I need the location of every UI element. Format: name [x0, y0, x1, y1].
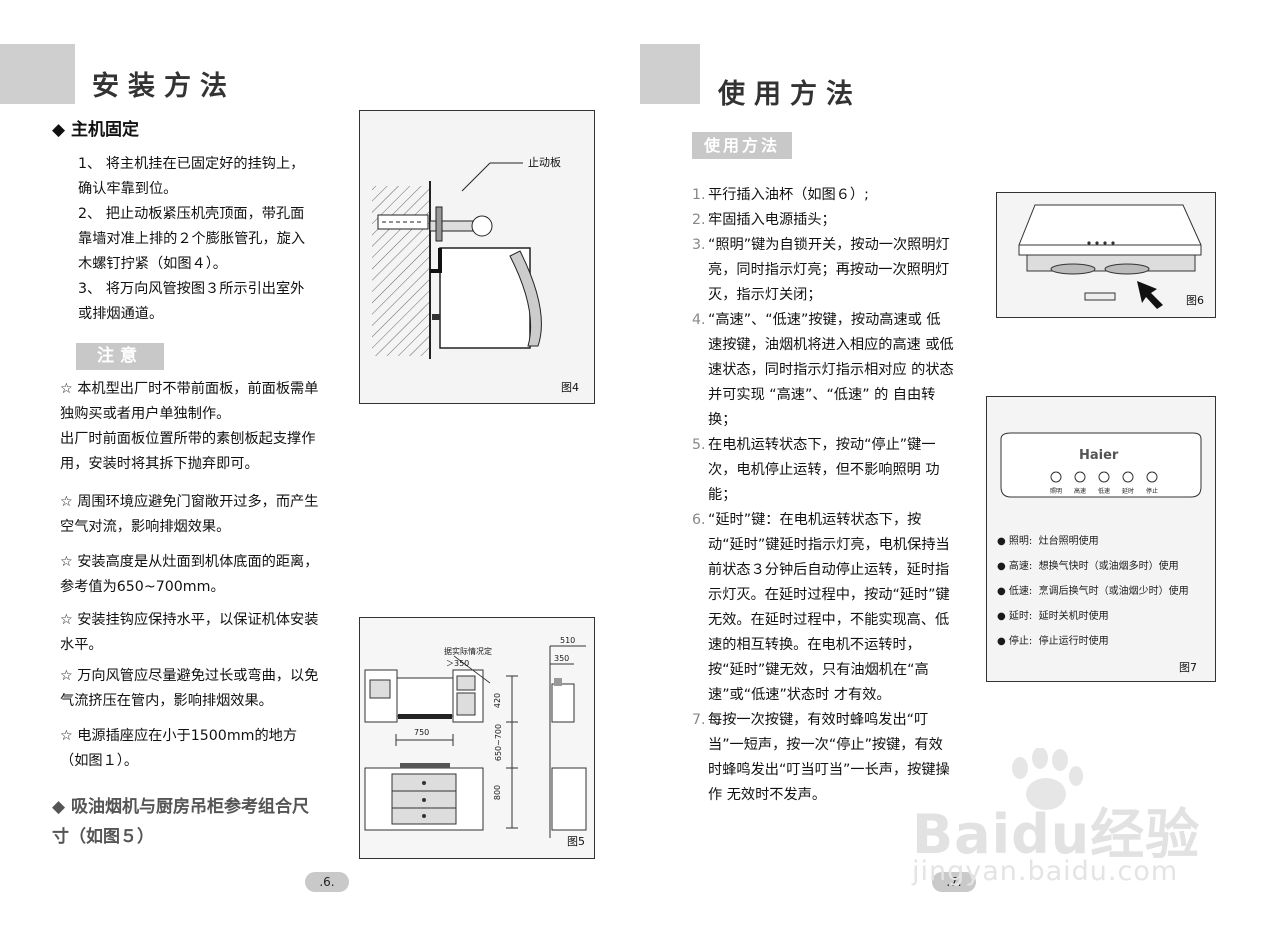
notes: ☆ 本机型出厂时不带前面板，前面板需单独购买或者用户单独制作。 出厂时前面板位置…: [60, 377, 320, 774]
arrow-cursor-icon: [1137, 281, 1163, 309]
dim-510: 510: [560, 636, 576, 645]
wall-bracket-diagram: [372, 162, 542, 359]
note-item: ☆ 万向风管应尽量避免过长或弯曲，以免气流挤压在管内，影响排烟效果。: [60, 668, 319, 709]
dim-350: 350: [554, 654, 570, 663]
note-item: ☆ 电源插座应在小于1500mm的地方（如图１）。: [60, 728, 298, 769]
title-block: [0, 44, 75, 104]
usage-step: 3.“照明”键为自锁开关，按动一次照明灯亮，同时指示灯亮；再按动一次照明灯灭，指…: [692, 233, 954, 308]
step-num: 7.: [692, 712, 706, 728]
figure-5: 据实际情况定 ＞350 510 350 420 650~700 800 750 …: [359, 617, 595, 859]
usage-label: 使用方法: [692, 132, 792, 159]
page-number-right: .7.: [932, 872, 976, 892]
oil-cup-diagram: [1018, 204, 1202, 309]
install-step: 3、 将万向风管按图３所示引出室外或排烟通道。: [78, 281, 305, 322]
dim-note-actual: 据实际情况定: [444, 647, 492, 656]
step-text: 每按一次按键，有效时蜂鸣发出“叮当”一短声，按一次“停止”按键，有效 时蜂鸣发出…: [708, 712, 950, 803]
usage-steps: 1.平行插入油杯（如图６）; 2.牢固插入电源插头； 3.“照明”键为自锁开关，…: [692, 183, 954, 808]
page-number-left: .6.: [305, 872, 349, 892]
legend-row: ● 停止: 停止运行时使用: [997, 636, 1109, 647]
page-title-left: 安装方法: [92, 71, 236, 102]
figure-7: Haier 照明 高速 低速 延时 停止 ● 照明: 灶台照明使用 ● 高速: …: [986, 396, 1216, 682]
step-text: “高速”、“低速”按键，按动高速或 低速按键，油烟机将进入相应的高速 或低速状态…: [708, 312, 954, 428]
paw-icon: [1000, 747, 1090, 822]
usage-step: 5.在电机运转状态下，按动“停止”键一 次，电机停止运转，但不影响照明 功能；: [692, 433, 954, 508]
step-text: 平行插入油杯（如图６）;: [708, 187, 869, 203]
dim-650-700: 650~700: [494, 723, 504, 762]
install-step: 1、 将主机挂在已固定好的挂钩上，确认牢靠到位。: [78, 156, 305, 197]
install-steps: 1、 将主机挂在已固定好的挂钩上，确认牢靠到位。 2、 把止动板紧压机壳顶面，带…: [78, 152, 318, 327]
btn-label-high: 高速: [1073, 488, 1086, 495]
usage-step: 7.每按一次按键，有效时蜂鸣发出“叮当”一短声，按一次“停止”按键，有效 时蜂鸣…: [692, 708, 954, 808]
step-num: 5.: [692, 437, 706, 453]
step-text: 在电机运转状态下，按动“停止”键一 次，电机停止运转，但不影响照明 功能；: [708, 437, 940, 503]
dim-800: 800: [493, 784, 503, 801]
figure-7-label: 图7: [1179, 661, 1197, 674]
note-item: ☆ 安装挂钩应保持水平，以保证机体安装水平。: [60, 612, 319, 653]
watermark-brand: Baidu经验: [912, 803, 1201, 866]
legend-row: ● 高速: 想换气快时（或油烟多时）使用: [997, 561, 1179, 572]
section-heading-sizes: ◆ 吸油烟机与厨房吊柜参考组合尺寸（如图５）: [52, 797, 309, 847]
note-item: ☆ 周围环境应避免门窗敞开过多，而产生空气对流，影响排烟效果。: [60, 494, 319, 535]
dim-750: 750: [414, 728, 430, 737]
figure-4-label: 图4: [561, 381, 579, 394]
legend-row: ● 照明: 灶台照明使用: [997, 536, 1099, 547]
dim-420: 420: [493, 692, 503, 709]
control-panel-diagram: [1000, 432, 1202, 498]
note-item: ☆ 安装高度是从灶面到机体底面的距离，参考值为650~700mm。: [60, 554, 319, 595]
page-title-right: 使用方法: [718, 79, 862, 110]
fig7-legend: ● 照明: 灶台照明使用 ● 高速: 想换气快时（或油烟多时）使用 ● 低速: …: [997, 529, 1212, 654]
figure-6-label: 图6: [1186, 294, 1204, 307]
step-num: 4.: [692, 312, 706, 328]
install-step: 2、 把止动板紧压机壳顶面，带孔面靠墙对准上排的２个膨胀管孔，旋入木螺钉拧紧（如…: [78, 206, 306, 272]
usage-step: 1.平行插入油杯（如图６）;: [692, 183, 954, 208]
step-text: 牢固插入电源插头；: [708, 212, 836, 228]
stop-plate-callout: 止动板: [528, 156, 561, 169]
title-block-right: [640, 44, 700, 104]
btn-label-stop: 停止: [1145, 488, 1158, 495]
watermark-url: jingyan.baidu.com: [912, 856, 1179, 887]
legend-row: ● 低速: 烹调后换气时（或油烟少时）使用: [997, 586, 1189, 597]
cabinet-dimension-diagram: [364, 645, 587, 838]
figure-4: 止动板 图4: [359, 110, 595, 404]
step-num: 6.: [692, 512, 706, 528]
legend-row: ● 延时: 延时关机时使用: [997, 611, 1109, 622]
dim-note-min: ＞350: [446, 659, 470, 668]
step-text: “照明”键为自锁开关，按动一次照明灯亮，同时指示灯亮；再按动一次照明灯灭，指示灯…: [708, 237, 950, 303]
note-item: ☆ 本机型出厂时不带前面板，前面板需单独购买或者用户单独制作。: [60, 381, 319, 422]
usage-step: 4.“高速”、“低速”按键，按动高速或 低速按键，油烟机将进入相应的高速 或低速…: [692, 308, 954, 433]
figure-5-label: 图5: [567, 835, 585, 848]
step-num: 3.: [692, 237, 706, 253]
usage-step: 2.牢固插入电源插头；: [692, 208, 954, 233]
note-label: 注意: [76, 343, 164, 370]
section-heading-fixing: ◆ 主机固定: [52, 120, 139, 140]
step-num: 1.: [692, 187, 706, 203]
usage-step: 6.“延时”键：在电机运转状态下，按动“延时”键延时指示灯亮，电机保持当前状态３…: [692, 508, 954, 708]
note-item: 出厂时前面板位置所带的素刨板起支撑作用，安装时将其拆下抛弃即可。: [60, 431, 316, 472]
step-num: 2.: [692, 212, 706, 228]
btn-label-light: 照明: [1049, 488, 1062, 495]
btn-label-low: 低速: [1097, 488, 1110, 495]
haier-logo: Haier: [1079, 448, 1119, 463]
step-text: “延时”键：在电机运转状态下，按动“延时”键延时指示灯亮，电机保持当前状态３分钟…: [708, 512, 950, 703]
figure-6: 图6: [996, 192, 1216, 318]
btn-label-delay: 延时: [1121, 488, 1134, 495]
